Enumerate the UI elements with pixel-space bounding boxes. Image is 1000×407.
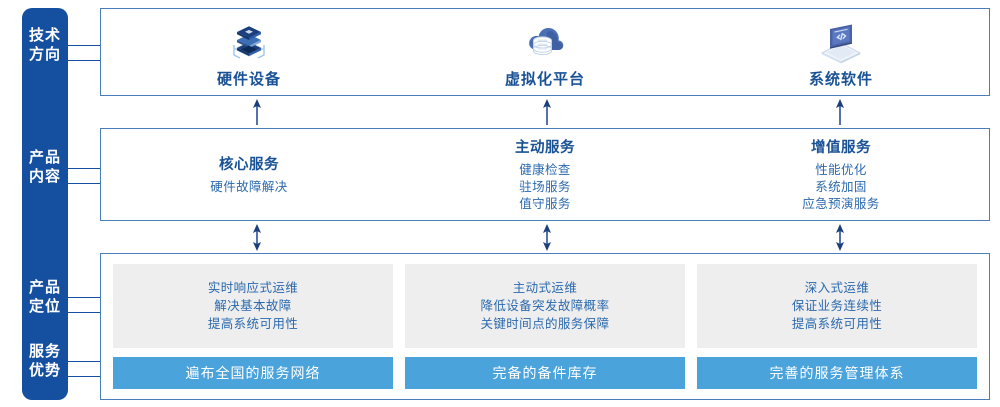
service-advantage-bar[interactable]: 遍布全国的服务网络 [113,357,393,389]
product-positioning-panel: 实时响应式运维 解决基本故障 提高系统可用性 遍布全国的服务网络 主动式运维 降… [100,253,990,400]
rail-label-line: 定位 [28,298,61,315]
positioning-column-proactive[interactable]: 主动式运维 降低设备突发故障概率 关键时间点的服务保障 完备的备件库存 [405,264,685,389]
product-content-item: 硬件故障解决 [210,180,288,194]
connector-line [68,168,101,169]
positioning-line: 保证业务连续性 [791,299,883,313]
rail-label-technology-direction: 技术 方向 [22,26,68,64]
rail-label-product-content: 产品 内容 [22,148,68,186]
technology-column-system-software[interactable]: 系统软件 [693,9,989,95]
product-content-column-core[interactable]: 核心服务 硬件故障解决 [101,129,397,220]
positioning-line: 解决基本故障 [214,299,292,313]
product-content-item: 健康检查 [519,163,571,177]
product-content-item: 值守服务 [519,197,571,211]
positioning-line: 关键时间点的服务保障 [480,317,610,331]
product-content-item: 驻场服务 [519,180,571,194]
connector-line [68,60,101,61]
product-content-column-proactive[interactable]: 主动服务 健康检查 驻场服务 值守服务 [397,129,693,220]
positioning-line: 提高系统可用性 [791,317,883,331]
rail-label-line: 内容 [28,168,61,185]
connector-line [68,183,101,184]
service-advantage-bar[interactable]: 完善的服务管理体系 [697,357,977,389]
rail-label-line: 产品 [28,149,61,166]
connector-line [68,376,101,377]
positioning-line: 深入式运维 [804,281,870,295]
connector-line [68,297,101,298]
positioning-card: 主动式运维 降低设备突发故障概率 关键时间点的服务保障 [405,264,685,348]
rail-label-line: 产品 [28,279,61,296]
product-content-item: 系统加固 [815,180,867,194]
rail-label-line: 优势 [28,362,61,379]
rail-label-line: 方向 [28,46,61,63]
service-advantage-bar[interactable]: 完备的备件库存 [405,357,685,389]
rail-label-line: 服务 [28,343,61,360]
positioning-card: 实时响应式运维 解决基本故障 提高系统可用性 [113,264,393,348]
positioning-column-indepth[interactable]: 深入式运维 保证业务连续性 提高系统可用性 完善的服务管理体系 [697,264,977,389]
product-content-item: 性能优化 [815,163,867,177]
category-rail [22,8,68,400]
product-content-item: 应急预演服务 [802,197,880,211]
arrow-up-system-software [833,99,847,130]
positioning-card: 深入式运维 保证业务连续性 提高系统可用性 [697,264,977,348]
product-content-title: 核心服务 [219,157,279,173]
positioning-line: 降低设备突发故障概率 [480,299,610,313]
positioning-column-realtime[interactable]: 实时响应式运维 解决基本故障 提高系统可用性 遍布全国的服务网络 [113,264,393,389]
technology-label: 硬件设备 [216,70,281,88]
positioning-line: 提高系统可用性 [207,317,299,331]
technology-direction-panel: 硬件设备 虚拟化平台 [100,8,990,96]
product-content-title: 主动服务 [515,140,575,156]
arrow-bidirectional-proactive [540,224,554,256]
positioning-line: 实时响应式运维 [207,281,299,295]
positioning-line: 主动式运维 [512,281,578,295]
product-content-column-value-added[interactable]: 增值服务 性能优化 系统加固 应急预演服务 [693,129,989,220]
technology-label: 系统软件 [808,70,873,88]
connector-line [68,45,101,46]
arrow-up-virtualization [540,99,554,130]
product-content-title: 增值服务 [811,140,871,156]
rail-label-line: 技术 [28,27,61,44]
technology-column-hardware[interactable]: 硬件设备 [101,9,397,95]
arrow-up-hardware [250,99,264,130]
product-content-panel: 核心服务 硬件故障解决 主动服务 健康检查 驻场服务 值守服务 增值服务 性能优… [100,128,990,221]
technology-column-virtualization[interactable]: 虚拟化平台 [397,9,693,95]
rail-label-service-advantage: 服务 优势 [22,342,68,380]
laptop-code-icon [814,16,868,64]
cloud-database-icon [521,16,569,64]
arrow-bidirectional-core [250,224,264,256]
rail-label-product-positioning: 产品 定位 [22,278,68,316]
technology-label: 虚拟化平台 [504,70,585,88]
connector-line [68,361,101,362]
connector-line [68,312,101,313]
server-stack-icon [226,16,272,64]
arrow-bidirectional-value-added [833,224,847,256]
